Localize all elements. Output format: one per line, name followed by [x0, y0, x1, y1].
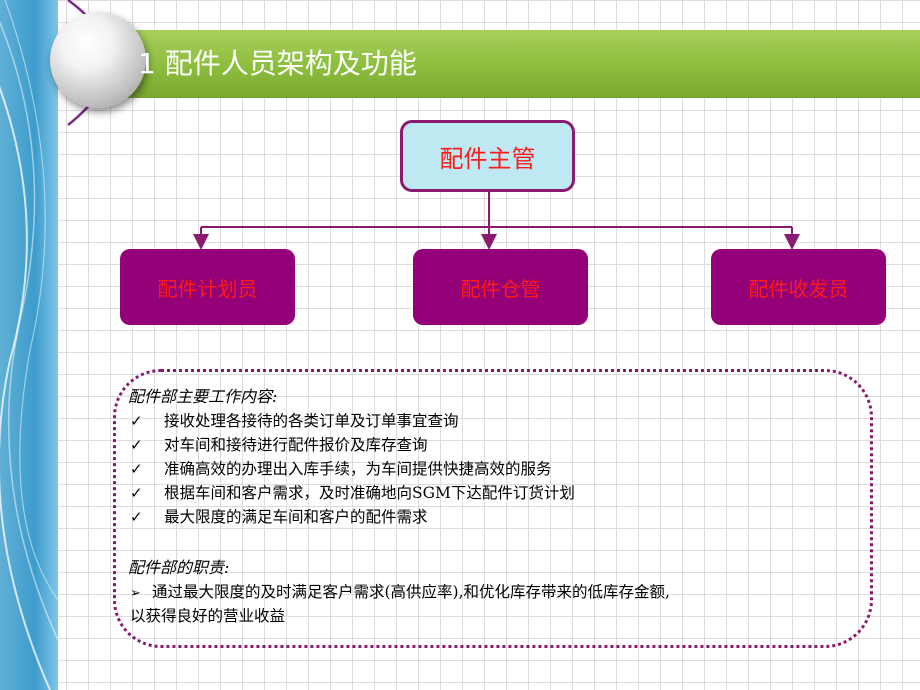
duties-heading: 配件部主要工作内容:	[128, 387, 278, 406]
org-head-box: 配件主管	[400, 120, 575, 192]
list-item: ✓最大限度的满足车间和客户的配件需求	[130, 505, 428, 529]
org-child-receiving: 配件收发员	[711, 249, 886, 325]
check-icon: ✓	[130, 436, 143, 454]
check-icon: ✓	[130, 484, 143, 502]
list-item: ✓对车间和接待进行配件报价及库存查询	[130, 433, 428, 457]
org-child-warehouse: 配件仓管	[413, 249, 588, 325]
list-item: ✓接收处理各接待的各类订单及订单事宜查询	[130, 409, 459, 433]
responsibility-heading: 配件部的职责:	[128, 558, 230, 577]
list-item: ✓准确高效的办理出入库手续，为车间提供快捷高效的服务	[130, 457, 552, 481]
page-title: 1 配件人员架构及功能	[138, 47, 417, 80]
org-child-planner: 配件计划员	[120, 249, 295, 325]
list-item: ✓根据车间和客户需求，及时准确地向SGM下达配件订货计划	[130, 481, 575, 505]
responsibility-line-2: 以获得良好的营业收益	[130, 607, 286, 625]
org-connectors	[193, 192, 800, 250]
duties-panel	[113, 369, 873, 648]
orb-icon	[50, 12, 150, 112]
side-decoration	[0, 0, 58, 690]
title-bar	[110, 30, 920, 98]
check-icon: ✓	[130, 508, 143, 526]
arrow-right-icon: ➢	[130, 586, 141, 601]
check-icon: ✓	[130, 460, 143, 478]
responsibility-line: ➢通过最大限度的及时满足客户需求(高供应率),和优化库存带来的低库存金额,	[130, 580, 670, 606]
check-icon: ✓	[130, 412, 143, 430]
